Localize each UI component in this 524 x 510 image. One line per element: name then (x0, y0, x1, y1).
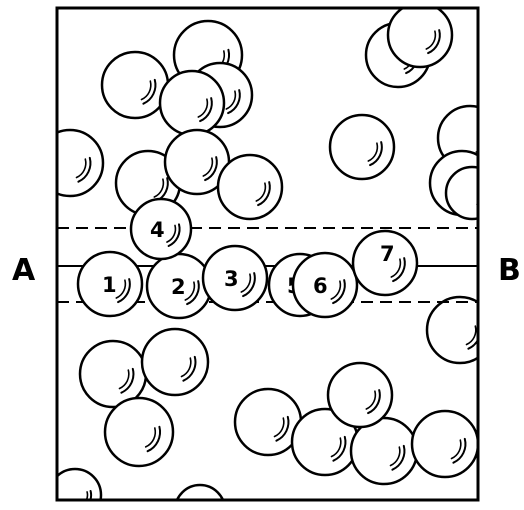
background-sphere (233, 387, 303, 457)
label-b: B (498, 253, 521, 288)
background-sphere (326, 361, 394, 429)
background-sphere (425, 295, 478, 365)
background-sphere (175, 483, 225, 500)
background-sphere (328, 113, 396, 181)
background-sphere (57, 467, 103, 500)
sphere-number-4: 4 (150, 218, 165, 242)
background-sphere (410, 409, 478, 479)
sphere-number-1: 1 (102, 273, 117, 297)
numbered-sphere-3: 3 (201, 244, 269, 312)
container-frame (55, 6, 480, 502)
background-sphere (158, 69, 226, 137)
background-sphere (103, 396, 175, 468)
background-sphere (386, 8, 454, 69)
label-a: A (12, 253, 36, 288)
numbered-sphere-7: 7 (351, 229, 419, 297)
sphere-number-2: 2 (171, 275, 186, 299)
numbered-sphere-2: 2 (145, 252, 213, 320)
numbered-sphere-6: 6 (291, 251, 359, 319)
background-sphere (57, 128, 105, 198)
background-spheres (57, 8, 478, 500)
numbered-sphere-1: 1 (76, 250, 144, 318)
background-sphere (100, 50, 170, 120)
sphere-number-6: 6 (313, 274, 328, 298)
background-sphere (140, 327, 210, 397)
sphere-number-7: 7 (380, 242, 395, 266)
sphere-number-3: 3 (224, 267, 239, 291)
background-sphere (216, 153, 284, 221)
background-sphere (444, 165, 478, 221)
numbered-spheres: 1235674 (76, 197, 419, 320)
numbered-sphere-4: 4 (129, 197, 193, 261)
